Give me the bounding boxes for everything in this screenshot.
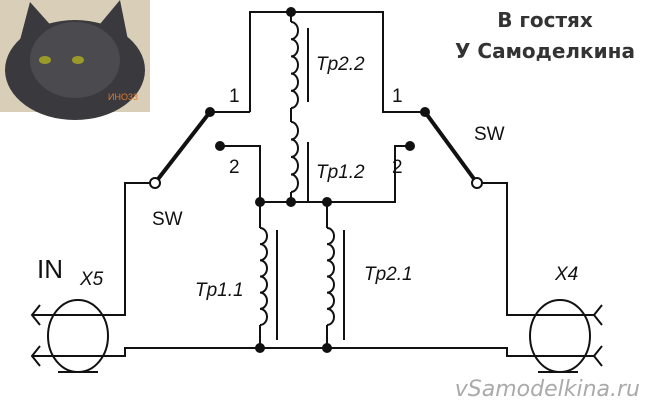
label-x4: X4 [554,264,578,285]
watermark: vSamodelkina.ru [455,377,640,402]
wires [100,11,530,357]
winding-tp1-1 [259,227,268,326]
label-pos2-right: 2 [392,157,403,178]
transformer-windings [259,21,335,326]
title-line1: В гостях [497,8,593,32]
label-pos2-left: 2 [229,157,240,178]
title-line2: У Самоделкина [455,39,635,63]
winding-tp2-1 [326,227,335,326]
junction-dots [205,7,430,353]
cat-photo: ИНО33 [0,0,150,120]
photo-caption: ИНО33 [108,92,138,102]
connector-x5 [30,299,109,373]
label-tp1-2: Tp1.2 [316,162,365,183]
label-x5: X5 [79,269,104,290]
connector-x4 [529,299,603,373]
label-tp2-1: Tp2.1 [364,264,413,285]
switches [149,110,483,189]
switch-blade-right [423,110,479,185]
label-sw-left: SW [152,209,183,230]
label-sw-right: SW [474,124,505,145]
cores [276,28,345,340]
winding-tp2-2 [290,21,299,109]
label-tp1-1: Tp1.1 [195,280,244,301]
switch-blade-left [153,110,212,185]
winding-tp1-2 [290,121,299,193]
label-pos1-right: 1 [392,86,403,107]
label-pos1-left: 1 [229,86,240,107]
label-tp2-2: Tp2.2 [316,54,365,75]
label-in: IN [37,254,63,284]
